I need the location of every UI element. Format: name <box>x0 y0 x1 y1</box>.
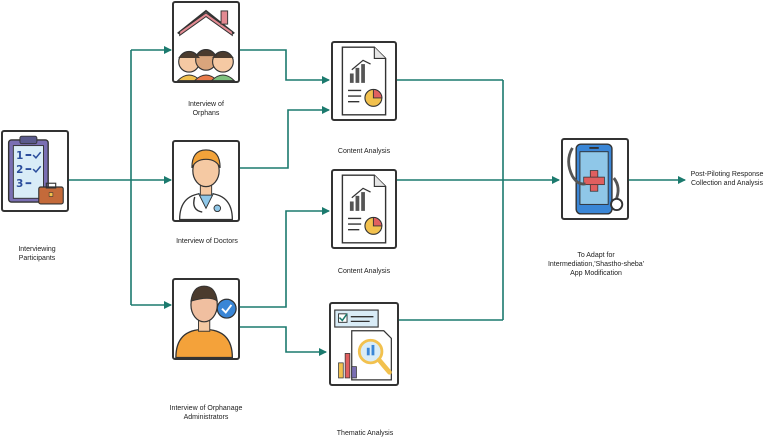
orphans-node <box>172 1 240 83</box>
medical-phone-icon <box>567 143 624 215</box>
content-analysis-2-node <box>331 169 397 249</box>
connector-admins-content2 <box>240 207 330 308</box>
admins-node <box>172 278 240 360</box>
report-chart-icon <box>341 174 387 244</box>
content-analysis-1-label: Content Analysis <box>337 148 391 155</box>
connector-admins-thematic <box>240 326 327 356</box>
administrator-icon <box>175 285 237 358</box>
participants-label: Interviewing Participants <box>18 246 56 262</box>
children-house-icon <box>176 9 236 81</box>
participants-node: 1 2 3 <box>1 130 69 212</box>
thematic-analysis-node <box>329 302 399 386</box>
doctor-icon <box>178 149 234 220</box>
connector-doctors-content1 <box>240 106 330 169</box>
adapt-app-label: To Adapt for Intermediation,'Shastho-she… <box>547 252 645 277</box>
doctors-label: Interview of Doctors <box>176 238 238 245</box>
content-analysis-1-node <box>331 41 397 121</box>
post-piloting-label: Post-Piloting Response Collection and An… <box>690 171 764 187</box>
svg-text:1: 1 <box>16 150 23 162</box>
adapt-app-node <box>561 138 629 220</box>
orphans-label: Interview of Orphans <box>188 101 224 117</box>
thematic-analysis-label: Thematic Analysis <box>336 430 394 437</box>
connector-orphans-content1 <box>240 49 330 84</box>
content-analysis-2-label: Content Analysis <box>337 268 391 275</box>
svg-text:2: 2 <box>16 164 23 176</box>
magnifier-report-icon <box>334 309 392 381</box>
report-chart-icon <box>341 46 387 116</box>
svg-text:3: 3 <box>16 178 23 190</box>
clipboard-checklist-icon: 1 2 3 <box>7 135 64 205</box>
admins-label: Interview of Orphanage Administrators <box>169 405 243 421</box>
doctors-node <box>172 140 240 222</box>
